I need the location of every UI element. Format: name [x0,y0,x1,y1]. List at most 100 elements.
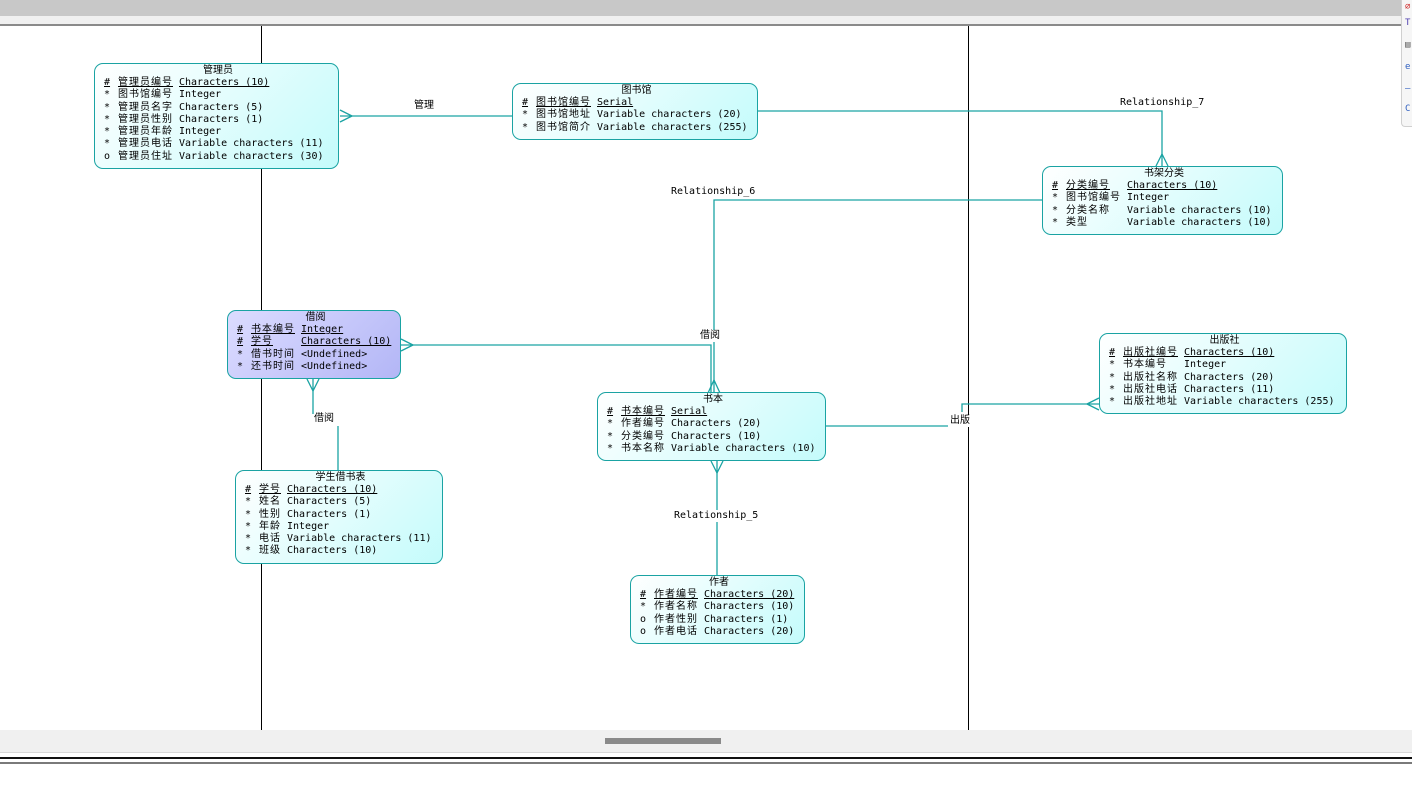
attribute-mark: * [104,89,111,101]
horizontal-scrollbar[interactable] [0,730,1412,752]
relationship-label-manage[interactable]: 管理 [414,100,434,112]
text-tool-icon[interactable]: T [1405,18,1411,28]
line-tool-icon[interactable]: — [1405,84,1411,94]
attribute-mark: * [1052,192,1059,204]
relationship-label-borrow-student[interactable]: 借阅 [314,413,334,425]
relationship-label-5[interactable]: Relationship_5 [674,510,759,522]
attribute-type: Characters (10) [287,484,378,495]
attribute-type: Variable characters (11) [179,138,324,150]
attribute-name: 学号 [251,336,273,348]
attribute-name: 性别 [259,508,281,520]
scrollbar-thumb[interactable] [605,738,721,744]
attribute-name: 图书馆编号 [1066,192,1121,204]
note-tool-icon[interactable]: ▤ [1405,40,1411,50]
attribute-row[interactable]: *借书时间<Undefined> [237,349,391,361]
relationship-label-borrow-book[interactable]: 借阅 [700,330,720,342]
attribute-type: Characters (1) [287,508,372,520]
crowfoot-icon [1086,397,1100,411]
attribute-type: Characters (20) [671,418,762,430]
shape-tool-icon[interactable]: C [1405,104,1411,114]
attribute-mark: * [245,545,252,557]
entity-name: 书架分类 [1144,168,1184,179]
attribute-mark: * [1109,359,1116,371]
window-title-bar [0,0,1412,16]
bottom-frame [0,752,1412,764]
relationship-label-publish[interactable]: 出版 [950,415,970,427]
attribute-type: Serial [597,97,634,108]
attribute-name: 还书时间 [251,360,295,372]
attribute-type: Variable characters (11) [287,533,432,545]
toolbar-strip [0,16,1412,26]
tool-icon[interactable]: ⌀ [1405,2,1411,12]
link-tool-icon[interactable]: e [1405,62,1411,72]
attribute-type: Characters (10) [671,430,762,442]
attribute-name: 书本名称 [621,442,665,454]
link-relationship-6 [713,199,1042,393]
attribute-type: Serial [671,406,708,417]
attribute-mark: * [1052,204,1059,216]
attribute-mark: * [104,126,111,138]
attribute-mark: * [1109,383,1116,395]
attribute-row[interactable]: *还书时间<Undefined> [237,361,391,373]
attribute-type: Variable characters (10) [1127,204,1272,216]
attribute-mark: # [607,406,614,417]
attribute-type: Integer [301,324,344,335]
crowfoot-icon [710,460,724,474]
attribute-name: 借书时间 [251,348,295,360]
attribute-name: 管理员性别 [118,113,173,125]
relationship-label-7[interactable]: Relationship_7 [1120,97,1205,109]
attribute-type: Characters (10) [1127,180,1218,191]
floating-tool-panel[interactable]: ⌀ T ▤ e — C [1401,0,1412,127]
entity-name: 借阅 [305,312,326,323]
attribute-type: Characters (10) [179,77,270,88]
attribute-type: <Undefined> [301,360,368,372]
relationship-label-6[interactable]: Relationship_6 [671,186,756,198]
attribute-mark: * [522,109,529,121]
